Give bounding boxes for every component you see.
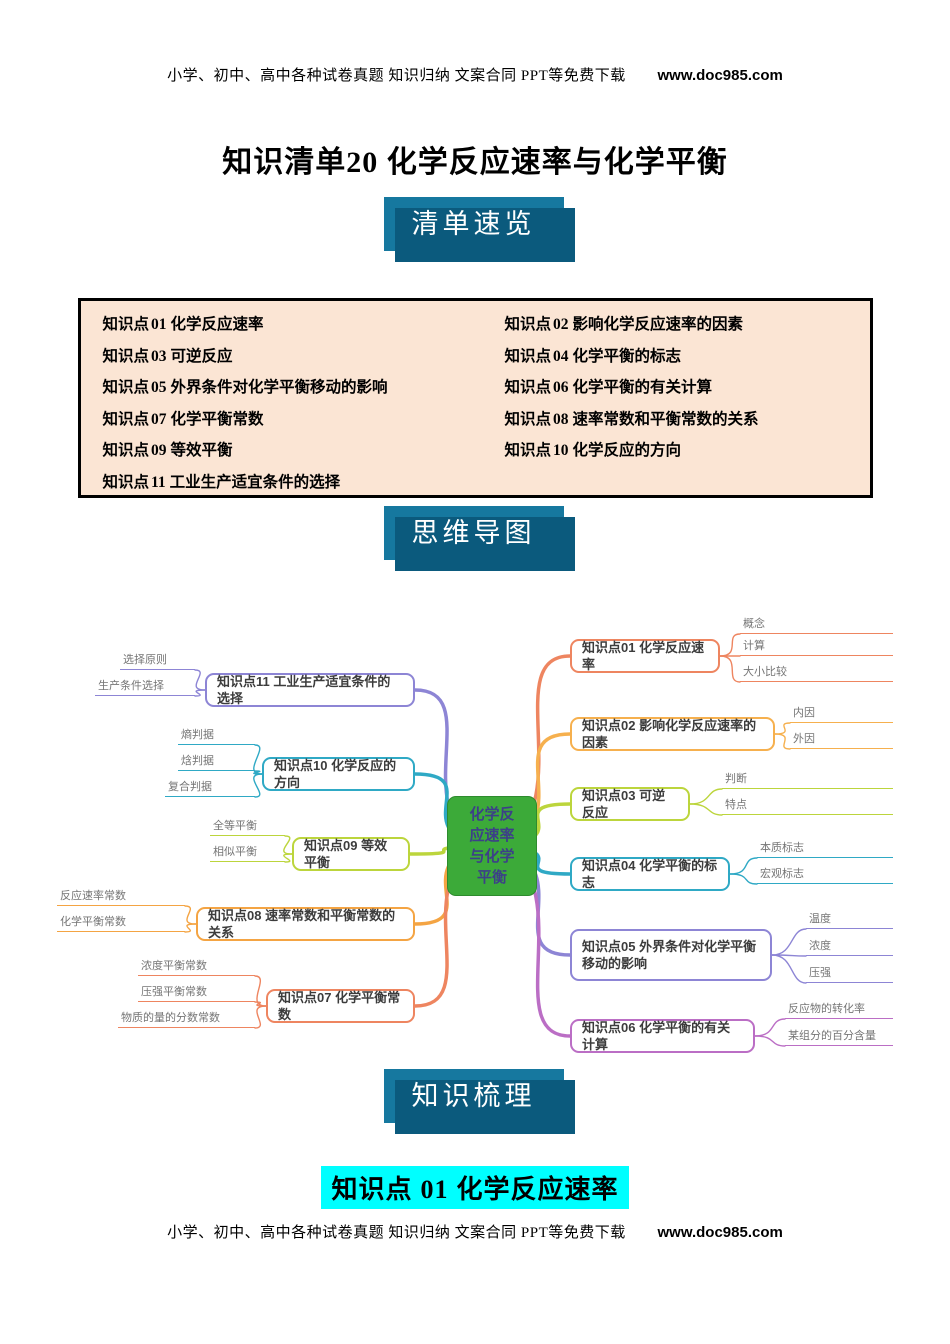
mindmap-sub-label: 焓判据 [178,754,255,771]
header-text: 小学、初中、高中各种试卷真题 知识归纳 文案合同 PPT等免费下载 [167,68,626,84]
mindmap-sub-label: 浓度平衡常数 [138,959,255,976]
section-prefix: 知识点 [331,1175,413,1204]
mindmap-node-kp05: 知识点05 外界条件对化学平衡移动的影响 [570,929,772,981]
mindmap: 概念计算大小比较 知识点01 化学反应速率内因外因知识点02 影响化学反应速率的因… [0,591,950,1071]
mindmap-sub-label: 概念 [740,617,893,634]
banner-overview: 清单速览 [383,197,575,262]
mindmap-sub-label: 特点 [722,798,893,815]
mindmap-node-kp02: 知识点02 影响化学反应速率的因素 [570,717,775,751]
mindmap-sub-label: 全等平衡 [210,819,285,836]
mindmap-sub-label: 压强平衡常数 [138,985,255,1002]
mindmap-sub-label: 反应物的转化率 [785,1002,893,1019]
mindmap-sub-label: 选择原则 [120,653,195,670]
mindmap-sub-label: 相似平衡 [210,845,285,862]
mindmap-node-kp06: 知识点06 化学平衡的有关计算 [570,1019,755,1053]
mindmap-node-kp07: 知识点07 化学平衡常数 [266,989,415,1023]
mindmap-sub-label: 本质标志 [757,841,893,858]
mindmap-sub-label: 内因 [790,706,893,723]
mindmap-sub-label: 反应速率常数 [57,889,185,906]
mindmap-sub-label: 压强 [806,966,893,983]
mindmap-sub-label: 某组分的百分含量 [785,1029,893,1046]
footer-text: 小学、初中、高中各种试卷真题 知识归纳 文案合同 PPT等免费下载 [167,1225,626,1241]
mindmap-sub-label: 浓度 [806,939,893,956]
mindmap-sub-label: 温度 [806,912,893,929]
mindmap-node-kp11: 知识点11 工业生产适宜条件的选择 [205,673,415,707]
banner-mindmap: 思维导图 [383,506,575,571]
footer-site-link[interactable]: www.doc985.com [657,1224,783,1241]
mindmap-node-kp03: 知识点03 可逆反应 [570,787,690,821]
header-site-link[interactable]: www.doc985.com [657,67,783,84]
mindmap-node-kp01: 知识点01 化学反应速率 [570,639,720,673]
section-number: 01 [420,1175,449,1204]
section-title-text: 化学反应速率 [456,1175,619,1204]
mindmap-node-kp04: 知识点04 化学平衡的标志 [570,857,730,891]
mindmap-sub-label: 判断 [722,772,893,789]
mindmap-sub-label: 熵判据 [178,728,255,745]
mindmap-node-kp10: 知识点10 化学反应的方向 [262,757,415,791]
mindmap-sub-label: 化学平衡常数 [57,915,185,932]
page-footer: 小学、初中、高中各种试卷真题 知识归纳 文案合同 PPT等免费下载 www.do… [0,1221,950,1242]
mindmap-center-node: 化学反应速率与化学平衡 [447,796,537,896]
page-header: 小学、初中、高中各种试卷真题 知识归纳 文案合同 PPT等免费下载 www.do… [0,0,950,85]
mindmap-sub-label: 计算 [740,639,893,656]
mindmap-sub-label: 宏观标志 [757,867,893,884]
mindmap-sub-label: 生产条件选择 [95,679,195,696]
mindmap-node-kp08: 知识点08 速率常数和平衡常数的关系 [196,907,415,941]
document-title: 知识清单20 化学反应速率与化学平衡 [222,146,728,179]
mindmap-sub-label: 物质的量的分数常数 [118,1011,255,1028]
mindmap-sub-label: 复合判据 [165,780,255,797]
mindmap-node-kp09: 知识点09 等效平衡 [292,837,410,871]
mindmap-sub-label: 外因 [790,732,893,749]
banner-outline: 知识梳理 [383,1069,575,1134]
mindmap-sub-label: 大小比较 [740,665,893,682]
